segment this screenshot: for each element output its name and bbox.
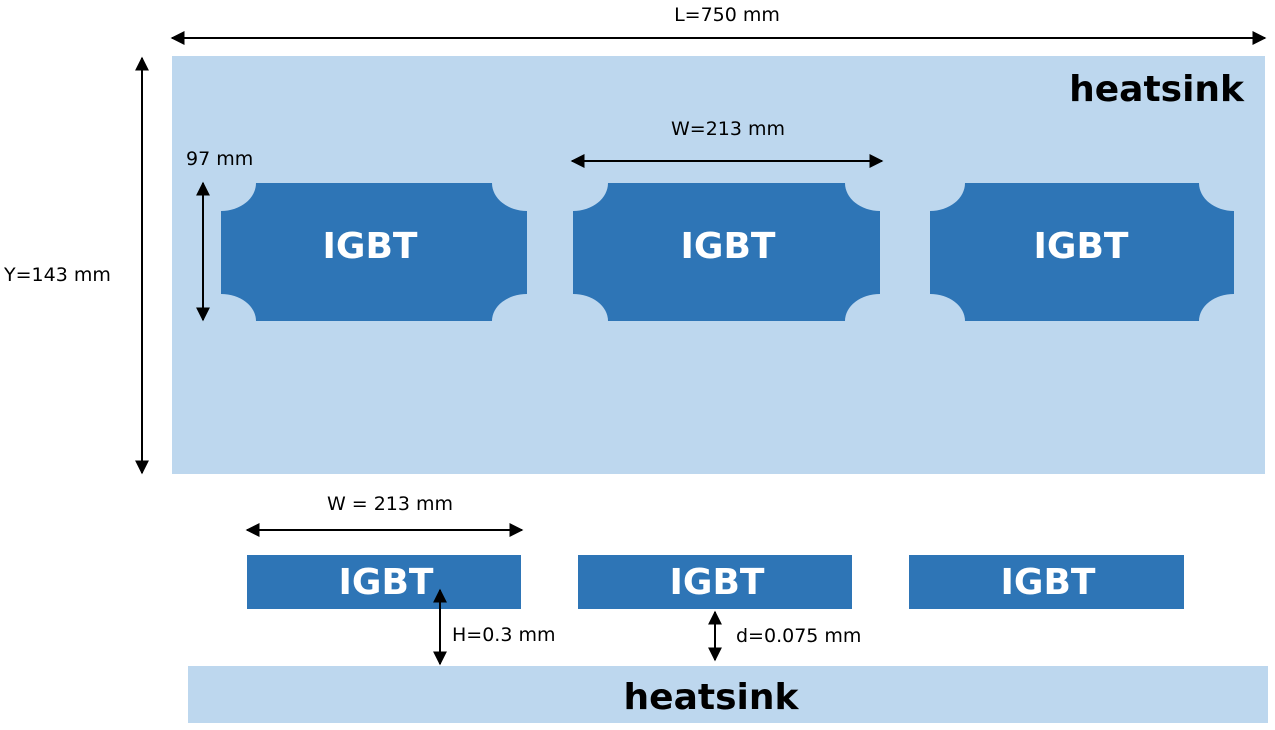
heatsink-label-side: heatsink bbox=[624, 677, 800, 718]
igbt-label: IGBT bbox=[1001, 562, 1096, 603]
igbt-module-shape bbox=[221, 183, 527, 321]
gap-d-label: d=0.075 mm bbox=[736, 625, 861, 647]
igbt-module-shape bbox=[930, 183, 1234, 321]
igbt-label: IGBT bbox=[670, 562, 765, 603]
igbt-label: IGBT bbox=[323, 226, 418, 267]
igbt-module-top-1: IGBT bbox=[221, 183, 527, 321]
module-height-label: 97 mm bbox=[186, 148, 253, 170]
igbt-module-top-2: IGBT bbox=[573, 183, 880, 321]
igbt-label: IGBT bbox=[339, 562, 434, 603]
side-heatsink-bar bbox=[188, 666, 1268, 723]
length-label: L=750 mm bbox=[674, 4, 780, 26]
igbt-module-shape bbox=[247, 555, 521, 609]
igbt-module-shape bbox=[909, 555, 1184, 609]
module-width-label-top: W=213 mm bbox=[671, 118, 785, 140]
igbt-label: IGBT bbox=[1034, 226, 1129, 267]
module-width-label-side: W = 213 mm bbox=[327, 493, 453, 515]
igbt-module-side-2: IGBT bbox=[578, 555, 852, 609]
igbt-module-top-3: IGBT bbox=[930, 183, 1234, 321]
igbt-module-side-3: IGBT bbox=[909, 555, 1184, 609]
heatsink-label-top: heatsink bbox=[1069, 69, 1245, 110]
igbt-module-side-1: IGBT bbox=[247, 555, 521, 609]
gap-h-label: H=0.3 mm bbox=[452, 624, 555, 646]
igbt-module-shape bbox=[573, 183, 880, 321]
height-label: Y=143 mm bbox=[3, 264, 111, 286]
igbt-module-shape bbox=[578, 555, 852, 609]
igbt-label: IGBT bbox=[681, 226, 776, 267]
